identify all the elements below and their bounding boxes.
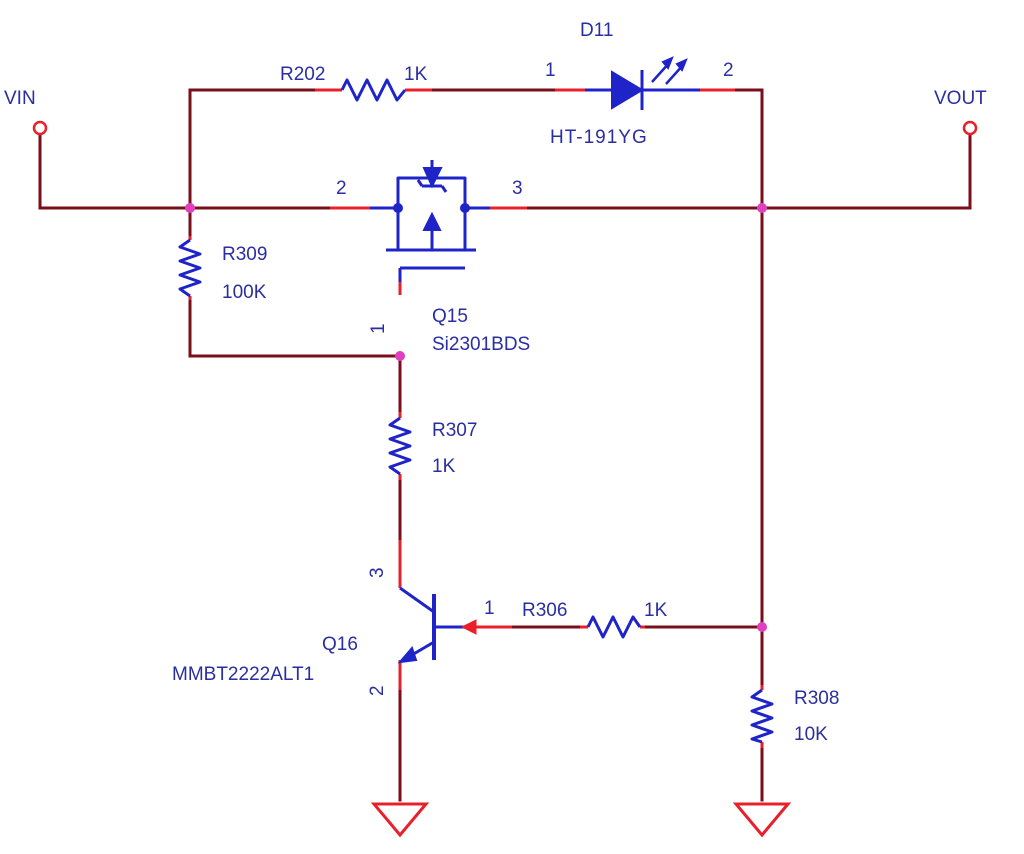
q16-pin1: 1 [484, 598, 495, 619]
q16-base-marker [460, 619, 477, 635]
top-rail-left-wire [188, 88, 317, 210]
q15-pin2: 2 [336, 178, 347, 199]
d11-part: HT-191YG [550, 127, 648, 148]
top-rail-right-wire [733, 88, 764, 210]
r307-ref: R307 [432, 420, 477, 441]
vout-label: VOUT [934, 88, 987, 109]
r308-resistor [750, 688, 774, 744]
junction-dot [757, 203, 767, 213]
q15-part: Si2301BDS [432, 334, 530, 355]
d11-triangle [611, 70, 644, 110]
junction-dot [395, 351, 405, 361]
r307-resistor [388, 416, 412, 476]
vin-port-icon [32, 120, 48, 136]
r307-value: 1K [432, 456, 456, 477]
q16-pin3: 3 [367, 567, 388, 578]
d11-ref: D11 [580, 20, 613, 41]
vin-label: VIN [4, 88, 36, 109]
q16-ref: Q16 [322, 634, 358, 655]
r306-value: 1K [644, 600, 668, 621]
q15-gate-lead [398, 266, 405, 282]
q16-pin2: 2 [367, 685, 388, 696]
q16-emitter-arrow [397, 646, 418, 664]
q15-ref: Q15 [432, 306, 468, 327]
vin-wire [38, 134, 192, 210]
r306-resistor [586, 615, 642, 639]
r309-bottom-wire [188, 298, 402, 358]
r308-ref: R308 [794, 688, 839, 709]
q15-body-arrow [422, 211, 442, 231]
q15-pin3: 3 [512, 178, 523, 199]
vout-port-icon [962, 120, 978, 136]
junction-dot [757, 622, 767, 632]
q16-part: MMBT2222ALT1 [172, 664, 314, 685]
q15-mosfet [370, 160, 490, 282]
junction-dot [185, 203, 195, 213]
r309-resistor [178, 238, 202, 298]
q15-dot-source [393, 203, 403, 213]
r306-ref: R306 [522, 600, 567, 621]
vout-wire [525, 134, 972, 210]
r309-ref: R309 [222, 244, 267, 265]
pin-stubs [188, 88, 764, 748]
r202-ref: R202 [280, 64, 325, 85]
r202-resistor [340, 78, 407, 102]
ground-icon [370, 802, 430, 838]
ground-icon [732, 802, 792, 838]
light-emission-icon [651, 56, 688, 85]
d11-led [585, 56, 700, 110]
d11-pin2: 2 [723, 60, 734, 81]
q16-collector-lead [399, 586, 435, 614]
q16-npn-transistor [397, 586, 477, 664]
q15-pin1: 1 [368, 323, 389, 334]
r309-value: 100K [222, 282, 267, 303]
wires [38, 88, 972, 802]
r202-value: 1K [404, 64, 428, 85]
q15-dot-drain [460, 203, 470, 213]
q15-diode-bar [416, 179, 448, 193]
d11-pin1: 1 [545, 60, 556, 81]
r308-value: 10K [794, 724, 828, 745]
q15-channel-sides [396, 208, 467, 250]
